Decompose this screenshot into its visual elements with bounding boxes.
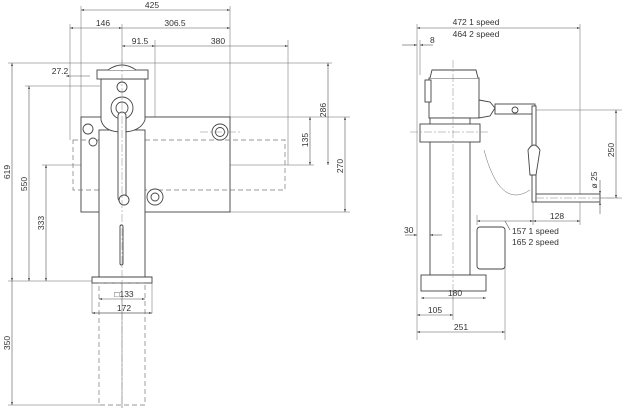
dim-550: 550 bbox=[19, 177, 29, 191]
sight-slot bbox=[119, 224, 124, 266]
drive-coupling-inner bbox=[150, 192, 160, 202]
side-view: 472 1 speed 464 2 speed 8 250 ø 25 128 1… bbox=[402, 17, 622, 340]
top-cap bbox=[96, 69, 149, 80]
dim-425: 425 bbox=[145, 0, 159, 10]
dim-619: 619 bbox=[2, 165, 12, 179]
dim-157-1-speed: 157 1 speed bbox=[512, 226, 559, 236]
side-gearbox bbox=[428, 77, 480, 119]
side-cross-shaft bbox=[419, 123, 481, 143]
side-top-cap bbox=[429, 69, 479, 79]
lock-pin bbox=[82, 123, 94, 135]
dim-333: 333 bbox=[36, 216, 46, 230]
dim-180: 180 bbox=[448, 288, 462, 298]
front-view: 425 146 306.5 91.5 380 27.2 619 550 333 … bbox=[2, 0, 350, 408]
side-crank-pivot bbox=[511, 106, 519, 114]
dim-350: 350 bbox=[2, 336, 12, 350]
dim-380: 380 bbox=[211, 36, 225, 46]
side-dimension-lines bbox=[402, 27, 617, 333]
lock-pin-ring bbox=[88, 137, 98, 147]
dim-8: 8 bbox=[430, 35, 435, 45]
dim-27-2: 27.2 bbox=[52, 66, 69, 76]
dim-286: 286 bbox=[318, 103, 328, 117]
side-lock bbox=[424, 79, 432, 103]
dim-30: 30 bbox=[404, 225, 414, 235]
dim-172: 172 bbox=[117, 303, 131, 313]
dim-464-2-speed: 464 2 speed bbox=[453, 29, 500, 39]
side-chain bbox=[483, 149, 531, 196]
trailer-beam-hidden bbox=[72, 139, 286, 191]
dim-165-2-speed: 165 2 speed bbox=[512, 237, 559, 247]
dim-250: 250 bbox=[606, 143, 616, 157]
side-crank-boss bbox=[478, 99, 496, 119]
crank-knob bbox=[118, 194, 130, 206]
dim-91-5: 91.5 bbox=[132, 36, 149, 46]
dim-dia-25: ø 25 bbox=[589, 171, 599, 188]
side-crank-clip bbox=[527, 144, 541, 176]
dim-135: 135 bbox=[300, 133, 310, 147]
inner-tube-hidden bbox=[98, 282, 146, 406]
side-bracket bbox=[476, 226, 506, 270]
dim-105: 105 bbox=[428, 305, 442, 315]
dim-133: □133 bbox=[114, 289, 134, 299]
dim-251: 251 bbox=[454, 322, 468, 332]
dim-306-5: 306.5 bbox=[164, 18, 186, 28]
dim-270: 270 bbox=[335, 159, 345, 173]
side-foot bbox=[420, 274, 487, 292]
dimension-lines bbox=[11, 9, 346, 405]
dim-128: 128 bbox=[550, 211, 564, 221]
dim-472-1-speed: 472 1 speed bbox=[453, 17, 500, 27]
dim-146: 146 bbox=[96, 18, 110, 28]
